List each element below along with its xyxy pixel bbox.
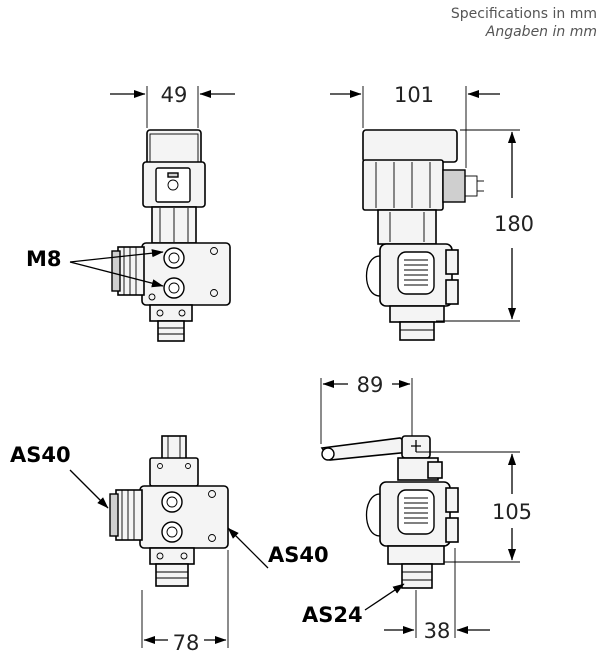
view-top-right [330,86,520,341]
callout-m8: M8 [26,247,62,271]
dim-105-label: 105 [492,500,532,524]
callout-as40-right: AS40 [268,543,329,567]
view-bottom-right [320,378,520,638]
callout-as24: AS24 [302,603,363,627]
dim-101-label: 101 [394,83,434,107]
spec-label-en: Specifications in mm [450,6,597,22]
dim-89-label: 89 [357,373,384,397]
callout-as40-left: AS40 [10,443,71,467]
dim-49-label: 49 [161,83,188,107]
dim-180-label: 180 [494,212,534,236]
view-top-left [69,86,235,342]
view-bottom-left [69,435,269,648]
dim-78-label: 78 [173,631,200,655]
dim-38-label: 38 [424,619,451,643]
spec-label-de: Angaben in mm [485,24,597,40]
